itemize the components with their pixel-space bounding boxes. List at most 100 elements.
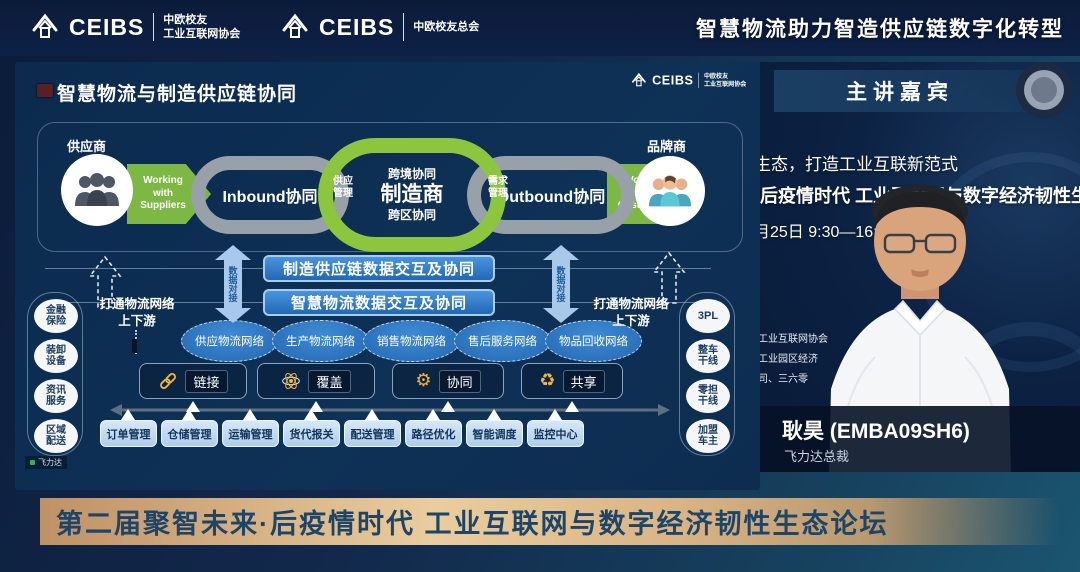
speaker-name: 耿昊 (EMBA09SH6) bbox=[782, 420, 970, 443]
ceibs-house-icon bbox=[32, 13, 58, 38]
watermark-dot-icon bbox=[30, 460, 35, 465]
logo-divider bbox=[153, 13, 155, 41]
up-triangle bbox=[365, 409, 379, 420]
capability-label: 协同 bbox=[438, 369, 481, 393]
service-franchise-drivers: 加盟 车主 bbox=[686, 419, 730, 453]
ceibs-brand-text: CEIBS bbox=[69, 13, 145, 40]
capability-label: 共享 bbox=[562, 369, 605, 393]
manufacturer-chain-link: 跨境协同 制造商 跨区协同 bbox=[318, 138, 506, 252]
people-group-icon bbox=[75, 173, 119, 206]
left-service-rail: 金融 保险 装卸 设备 资讯 服务 区域 配送 bbox=[27, 292, 83, 456]
smart-logistics-data-bar: 智慧物流数据交互及协同 bbox=[263, 289, 495, 316]
decor-circle-inner bbox=[1031, 77, 1057, 103]
capability-label: 链接 bbox=[185, 369, 228, 393]
service-regional-delivery: 区域 配送 bbox=[34, 419, 78, 453]
arrow-head-down bbox=[543, 308, 579, 323]
logo-subtitle: 中欧校友总会 bbox=[413, 20, 480, 33]
ceibs-brand-text: CEIBS bbox=[319, 13, 395, 40]
side-text-fragment: 司、三六零 bbox=[760, 374, 808, 385]
service-3pl: 3PL bbox=[686, 299, 730, 333]
capability-link: 链接 bbox=[139, 363, 247, 399]
capability-sharing: ♻ 共享 bbox=[521, 363, 623, 399]
manufacturing-data-bar: 制造供应链数据交互及协同 bbox=[263, 255, 495, 282]
overlay-line-3: 月25日 9:30—16:20 bbox=[760, 224, 896, 241]
supplier-label: 供应商 bbox=[67, 139, 107, 154]
module-warehouse-mgmt: 仓储管理 bbox=[161, 420, 218, 447]
brand-owner-label: 品牌商 bbox=[647, 139, 687, 154]
demand-management-joint: 需求 管理 bbox=[488, 176, 508, 199]
module-route-optimization: 路径优化 bbox=[405, 420, 462, 447]
service-ftl-trunk: 整车 干线 bbox=[686, 339, 730, 373]
capability-label: 覆盖 bbox=[308, 369, 351, 393]
side-text-fragment: 工业互联网协会 bbox=[760, 334, 828, 345]
decor-circle-mid bbox=[1024, 70, 1064, 110]
watermark-text: 飞力达 bbox=[38, 458, 62, 467]
speaker-info-band: 耿昊 (EMBA09SH6) 飞力达总裁 bbox=[760, 406, 1080, 472]
up-triangle bbox=[441, 401, 455, 412]
ceibs-logo-association: CEIBS 中欧校友工业互联网协会 bbox=[30, 12, 240, 42]
up-triangle bbox=[243, 409, 257, 420]
logo-divider bbox=[403, 13, 405, 41]
people-group-icon bbox=[648, 175, 692, 207]
overlay-line-1: 生态，打造工业互联新范式 bbox=[760, 155, 958, 174]
network-cloud-supply: 供应物流网络 bbox=[181, 320, 278, 362]
inbound-label: Inbound协同 bbox=[222, 189, 318, 206]
supplier-avatar bbox=[61, 154, 133, 226]
slide-title: 智慧物流与制造供应链协同 bbox=[57, 84, 298, 105]
arrow-head-up bbox=[543, 245, 579, 260]
service-ltl-trunk: 零担 干线 bbox=[686, 379, 730, 413]
side-text-fragment: 工业园区经济 bbox=[760, 354, 818, 365]
speaker-video-panel: 生态，打造工业互联新范式 ·后疫情时代 工业互联网与数字经济韧性生 月25日 9… bbox=[760, 62, 1080, 472]
dashed-up-arrow-left bbox=[88, 255, 122, 308]
up-triangle bbox=[121, 409, 135, 420]
open-network-label-right: 打通物流网络 上下游 bbox=[593, 297, 669, 328]
right-service-rail: 3PL 整车 干线 零担 干线 加盟 车主 bbox=[679, 292, 735, 456]
module-monitoring-center: 监控中心 bbox=[527, 420, 584, 447]
connector-tick bbox=[132, 339, 137, 353]
open-network-label-left: 打通物流网络 上下游 bbox=[99, 297, 175, 328]
inbound-chain-link: Inbound协同 bbox=[191, 156, 349, 234]
cross-border-label: 跨境协同 bbox=[387, 167, 436, 182]
up-triangle bbox=[565, 401, 579, 412]
chain-link-icon bbox=[158, 371, 178, 391]
logo-subtitle: 中欧校友工业互联网协会 bbox=[163, 13, 241, 40]
module-transport-mgmt: 运输管理 bbox=[222, 420, 279, 447]
atom-icon bbox=[281, 371, 301, 391]
decor-circle bbox=[1016, 62, 1072, 118]
module-order-mgmt: 订单管理 bbox=[100, 420, 157, 447]
supply-management-joint: 供应 管理 bbox=[333, 176, 353, 199]
logo-subtitle: 中欧校友工业互联网协会 bbox=[703, 72, 746, 88]
logo-divider bbox=[698, 72, 699, 88]
up-triangle bbox=[309, 401, 323, 412]
module-freight-customs: 货代报关 bbox=[283, 420, 340, 447]
cross-region-label: 跨区协同 bbox=[387, 208, 436, 223]
data-link-label: 数据对接 bbox=[227, 266, 238, 302]
data-link-label: 数据对接 bbox=[555, 266, 566, 302]
dashed-up-arrow-right bbox=[652, 251, 686, 304]
service-information: 资讯 服务 bbox=[34, 379, 78, 413]
arrow-head-down bbox=[215, 308, 251, 323]
webinar-title: 智慧物流助力智造供应链数字化转型 bbox=[696, 18, 1064, 41]
network-cloud-aftersales: 售后服务网络 bbox=[454, 320, 551, 362]
forum-banner-text: 第二届聚智未来·后疫情时代 工业互联网与数字经济韧性生态论坛 bbox=[56, 509, 889, 539]
arrow-head-up bbox=[215, 245, 251, 260]
service-finance-insurance: 金融 保险 bbox=[34, 299, 78, 333]
network-cloud-production: 生产物流网络 bbox=[272, 320, 369, 362]
recycle-icon: ♻ bbox=[539, 370, 556, 391]
brand-owner-avatar bbox=[635, 156, 705, 226]
slide-ceibs-logo: CEIBS 中欧校友工业互联网协会 bbox=[630, 72, 746, 89]
ceibs-house-icon bbox=[282, 13, 308, 38]
up-triangle bbox=[487, 409, 501, 420]
network-cloud-sales: 销售物流网络 bbox=[363, 320, 460, 362]
up-triangle bbox=[182, 409, 196, 420]
ceibs-house-icon bbox=[631, 72, 646, 87]
gears-icon: ⚙ bbox=[415, 370, 432, 391]
up-triangle bbox=[426, 409, 440, 420]
panel-header: 主讲嘉宾 bbox=[774, 70, 1026, 112]
presentation-slide: 智慧物流与制造供应链协同 CEIBS 中欧校友工业互联网协会 供应商 Worki… bbox=[15, 62, 760, 490]
capability-collaboration: ⚙ 协同 bbox=[392, 363, 504, 399]
slide-bullet-icon bbox=[37, 84, 53, 97]
speaker-role: 飞力达总裁 bbox=[784, 449, 850, 464]
top-header-bar: CEIBS 中欧校友工业互联网协会 CEIBS 中欧校友总会 智慧物流助力智造供… bbox=[0, 0, 1080, 56]
